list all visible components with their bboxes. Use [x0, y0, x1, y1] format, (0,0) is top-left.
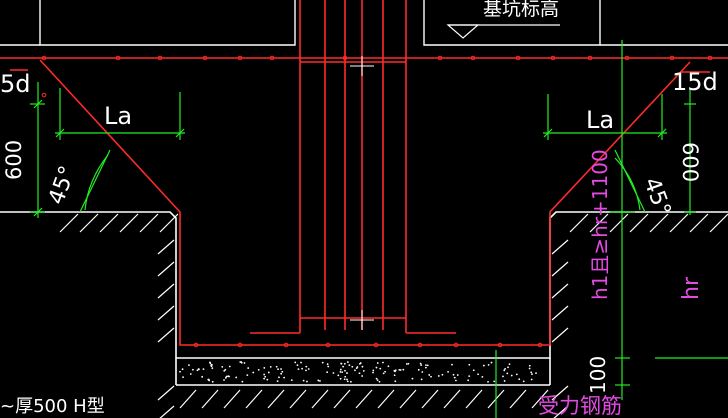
soil-hatch: [59, 213, 728, 418]
dim-100-label: 100: [586, 355, 610, 394]
rebar-note-label: 受力钢筋: [538, 394, 622, 418]
pit-outline: [0, 211, 728, 386]
bottom-left-note: ~厚500 H型: [0, 396, 105, 417]
right-600-label: 600: [678, 142, 702, 183]
right-15d-label: 15d: [672, 68, 718, 96]
rebar-lines: [0, 0, 728, 346]
left-600-label: 600: [2, 139, 26, 180]
dimension-lines: [30, 40, 728, 418]
rebar-section-dots: [41, 55, 713, 348]
elevation-marker-icon: [446, 24, 480, 39]
top-slab-outline: [0, 0, 728, 46]
right-la-label: La: [586, 106, 615, 134]
left-15d-label: 5d: [0, 70, 31, 98]
hr-label: hr: [679, 277, 704, 300]
h1-condition-label: h1且≥hr+1100: [588, 149, 612, 300]
pit-elevation-title: 基坑标高: [483, 0, 560, 20]
left-la-label: La: [104, 102, 133, 130]
cursor-crosshair-icon: [350, 56, 374, 330]
